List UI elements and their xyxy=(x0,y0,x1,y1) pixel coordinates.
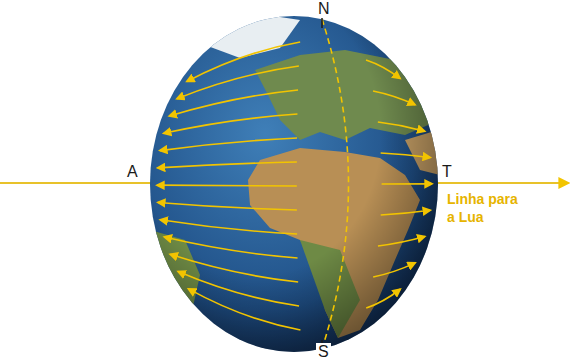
tide-arrow xyxy=(178,272,299,306)
tide-arrow xyxy=(366,289,400,308)
moon-line-label: Linha para a Lua xyxy=(447,190,527,226)
point-label: T xyxy=(442,163,452,181)
tide-arrow xyxy=(170,254,298,282)
tide-arrows xyxy=(157,42,432,330)
tide-arrow xyxy=(373,263,415,277)
tide-arrow xyxy=(373,91,415,105)
pole-label: N xyxy=(316,0,332,18)
pole-label: S xyxy=(316,343,331,361)
tide-arrow xyxy=(157,184,297,186)
tide-arrow xyxy=(188,289,300,330)
tide-arrow xyxy=(164,114,298,133)
tide-arrow xyxy=(187,42,300,81)
tide-arrow xyxy=(158,202,297,210)
tide-arrow xyxy=(382,183,432,185)
tide-arrow xyxy=(169,90,298,116)
meridian-line xyxy=(322,19,349,349)
tide-arrow xyxy=(378,237,425,246)
point-label: A xyxy=(127,163,138,181)
tide-arrow xyxy=(158,162,297,168)
tide-arrow xyxy=(164,237,297,258)
tide-arrow xyxy=(381,210,431,215)
pole-tick xyxy=(321,17,323,28)
tide-arrow xyxy=(177,66,299,99)
tide-arrow xyxy=(378,122,425,131)
tide-arrow xyxy=(160,220,297,234)
tide-arrow xyxy=(366,60,400,78)
tide-arrow xyxy=(160,138,297,151)
tide-arrow xyxy=(381,153,431,158)
earth-globe xyxy=(150,16,438,352)
